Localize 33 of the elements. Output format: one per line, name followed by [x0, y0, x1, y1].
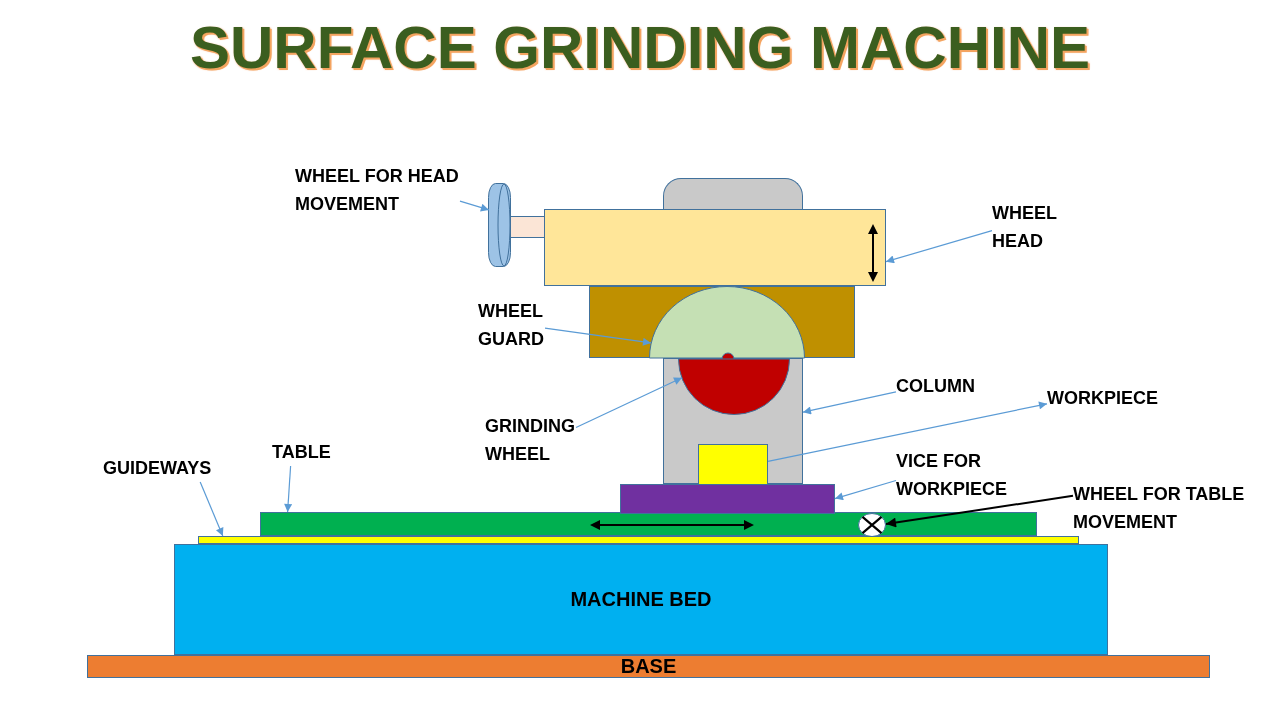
- leader-line: [885, 494, 1074, 528]
- leader-line: [199, 481, 224, 537]
- part-label: WHEEL FOR TABLE MOVEMENT: [1073, 480, 1246, 536]
- wheel-head: [544, 209, 886, 286]
- wheel-guard: [649, 286, 805, 358]
- workpiece: [698, 444, 768, 485]
- leader-line: [459, 200, 490, 212]
- part-label: WHEEL HEAD: [992, 199, 1058, 255]
- leader-line: [767, 401, 1048, 462]
- part-label: TABLE: [272, 438, 331, 466]
- table: [260, 512, 1037, 536]
- part-label: WHEEL GUARD: [478, 297, 545, 353]
- guideways: [198, 536, 1079, 544]
- leader-line: [802, 391, 897, 415]
- base: BASE: [87, 655, 1210, 678]
- machine-bed: MACHINE BED: [174, 544, 1108, 655]
- part-label: WORKPIECE: [1047, 384, 1158, 412]
- grinding-wheel: [678, 353, 790, 415]
- leader-line: [284, 465, 293, 513]
- leader-line: [544, 327, 652, 346]
- handwheel-icon: [858, 513, 886, 537]
- handwheel: [488, 183, 511, 267]
- leader-line: [885, 230, 993, 264]
- part-label: COLUMN: [896, 372, 975, 400]
- title: SURFACE GRINDING MACHINE: [190, 14, 1090, 82]
- leader-line: [834, 479, 897, 501]
- part-label: WHEEL FOR HEAD MOVEMENT: [295, 162, 460, 218]
- vice: [620, 484, 835, 514]
- part-label: GUIDEWAYS: [103, 454, 212, 482]
- part-label: VICE FOR WORKPIECE: [896, 447, 1009, 503]
- column-top: [663, 178, 803, 209]
- leader-line: [575, 377, 683, 429]
- part-label: GRINDING WHEEL: [485, 412, 576, 468]
